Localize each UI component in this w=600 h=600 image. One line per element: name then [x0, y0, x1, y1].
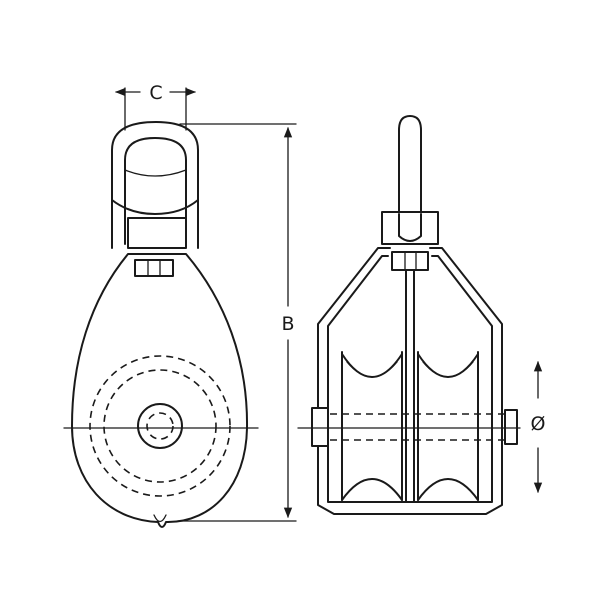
axle-nut-right — [504, 409, 518, 445]
hex-nut — [134, 259, 174, 277]
frame-inner — [327, 255, 493, 503]
swivel-block — [381, 211, 439, 245]
dimension-b: B — [177, 123, 297, 522]
dimension-b-label: B — [281, 313, 294, 335]
front-view — [63, 121, 259, 528]
top-nut — [391, 251, 429, 271]
dimension-c-label: C — [149, 82, 162, 104]
swivel-eye — [111, 121, 199, 249]
dimension-phi: Ø — [531, 360, 546, 494]
axle-nut-left — [311, 407, 329, 447]
sheave-outer-hidden — [89, 355, 231, 497]
frame-outer — [317, 247, 503, 515]
swivel-neck — [127, 217, 187, 249]
axle-boss — [137, 403, 183, 449]
right-sheave — [417, 351, 479, 501]
dimension-phi-label: Ø — [531, 413, 546, 435]
left-sheave — [341, 351, 403, 501]
swivel-pin — [398, 115, 422, 215]
axle-hidden — [146, 412, 174, 440]
dimension-c: C — [114, 82, 197, 131]
side-view — [297, 115, 521, 515]
side-plate — [71, 253, 249, 528]
sheave-inner-hidden — [103, 369, 217, 483]
